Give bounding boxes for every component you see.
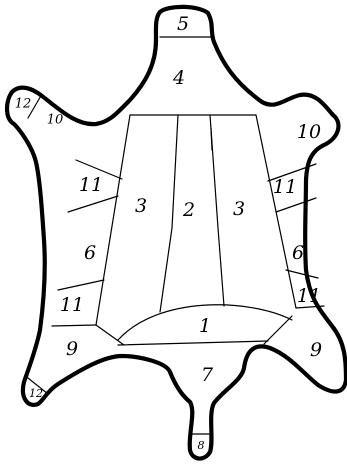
- label-part-8: 8: [198, 439, 205, 452]
- line-right-11-bottom: [276, 198, 316, 212]
- label-part-1: 1: [199, 315, 211, 337]
- label-part-11-left-lower: 11: [60, 294, 84, 316]
- label-part-9-left: 9: [66, 338, 78, 360]
- label-part-11-right-upper: 11: [273, 176, 297, 198]
- divider-2-left-lower: [160, 228, 172, 312]
- label-part-11-right-lower: 11: [297, 285, 321, 307]
- label-part-9-right: 9: [310, 339, 322, 361]
- label-part-3-left: 3: [135, 195, 147, 217]
- line-right-6-bottom: [286, 270, 318, 278]
- label-part-10-right: 10: [297, 121, 321, 143]
- label-part-11-left-upper: 11: [79, 174, 103, 196]
- label-part-10-left: 10: [47, 113, 64, 128]
- label-part-3-right: 3: [233, 198, 245, 220]
- line-left-11-lower: [52, 325, 96, 326]
- label-part-5: 5: [177, 13, 189, 35]
- label-part-6-right: 6: [292, 242, 304, 264]
- line-left-9: [96, 325, 124, 345]
- line-right-9: [264, 316, 292, 344]
- line-left-6-bottom: [58, 280, 104, 290]
- line-1-7: [118, 341, 268, 345]
- label-part-2: 2: [182, 199, 195, 221]
- divider-2-left-upper: [172, 115, 178, 228]
- label-part-6-left: 6: [84, 242, 96, 264]
- body-left-edge: [96, 115, 130, 325]
- label-part-4: 4: [172, 67, 185, 89]
- divider-2-right-lower: [218, 228, 224, 306]
- label-part-12-upper: 12: [15, 97, 32, 112]
- label-part-12-lower: 12: [29, 387, 43, 400]
- line-left-11-bottom: [68, 196, 118, 212]
- label-part-7: 7: [201, 364, 214, 386]
- divider-2-mid: [211, 128, 212, 150]
